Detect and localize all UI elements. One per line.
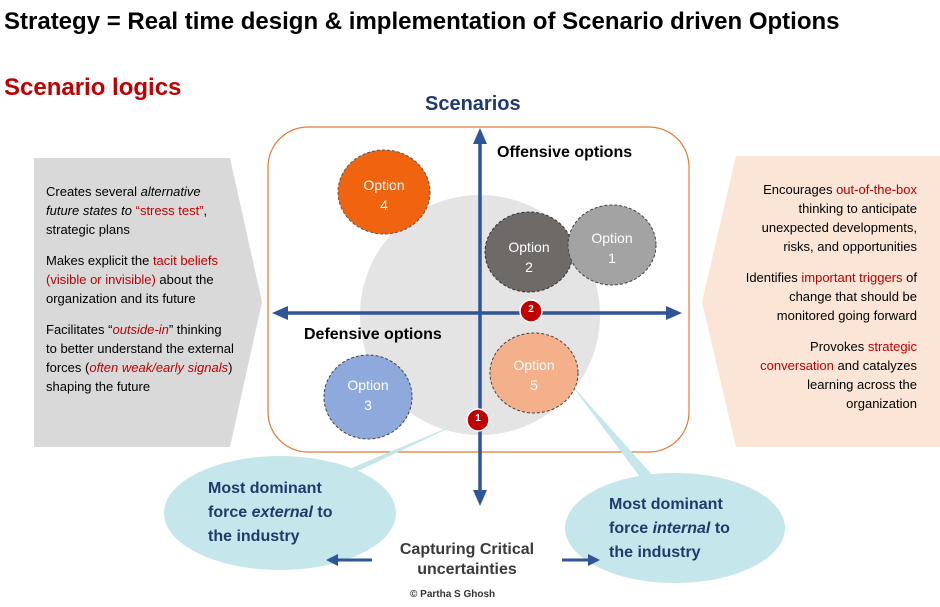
option-5-label: Option 5 bbox=[494, 355, 574, 395]
option-1-word: Option bbox=[591, 230, 633, 246]
option-5-word: Option bbox=[513, 357, 555, 373]
offensive-options-label: Offensive options bbox=[497, 144, 633, 161]
option-1-oval bbox=[567, 204, 657, 286]
right-point-1: Encourages out-of-the-box thinking to an… bbox=[761, 182, 917, 254]
right-point-2: Identifies important triggers of change … bbox=[745, 270, 917, 323]
defensive-options-label: Defensive options bbox=[304, 326, 442, 343]
option-2-number: 2 bbox=[525, 259, 533, 275]
vertical-axis-bottom-arrowhead bbox=[473, 490, 487, 506]
capturing-uncertainties-label: Capturing Critical uncertainties bbox=[399, 541, 535, 578]
copyright-text: © Partha S Ghosh bbox=[410, 589, 496, 600]
right-point-3: Provokes strategic conversation and cata… bbox=[760, 339, 917, 411]
marker-1-label: 1 bbox=[475, 413, 481, 424]
callout-external-bubble bbox=[164, 456, 396, 570]
capture-right-arrowhead bbox=[588, 554, 600, 566]
marker-2-label: 2 bbox=[528, 304, 534, 315]
callout-internal-bubble bbox=[565, 473, 785, 583]
option-3-label: Option 3 bbox=[328, 375, 408, 415]
horizontal-axis-right-arrowhead bbox=[666, 306, 682, 320]
right-info-panel bbox=[702, 156, 940, 447]
option-5-number: 5 bbox=[530, 377, 538, 393]
callout-internal-tail bbox=[570, 383, 670, 495]
callout-external-tail bbox=[330, 420, 466, 477]
left-point-1: Creates several alternative future state… bbox=[46, 184, 208, 237]
marker-2-circle bbox=[519, 299, 543, 323]
right-panel-text: Encourages out-of-the-box thinking to an… bbox=[735, 180, 917, 425]
option-1-number: 1 bbox=[608, 250, 616, 266]
option-4-word: Option bbox=[363, 177, 405, 193]
option-3-oval bbox=[323, 354, 413, 440]
option-4-oval bbox=[337, 149, 431, 235]
option-4-number: 4 bbox=[380, 197, 388, 213]
left-info-panel bbox=[34, 158, 262, 447]
option-3-word: Option bbox=[347, 377, 389, 393]
marker-1-circle bbox=[466, 408, 490, 432]
left-point-3: Facilitates “outside-in” thinking to bet… bbox=[46, 322, 234, 394]
option-5-oval bbox=[489, 332, 579, 414]
option-3-number: 3 bbox=[364, 397, 372, 413]
option-4-label: Option 4 bbox=[344, 175, 424, 215]
callout-internal-text: Most dominant force internal to the indu… bbox=[609, 496, 730, 561]
page-subtitle: Scenario logics bbox=[4, 74, 182, 101]
option-1-label: Option 1 bbox=[572, 228, 652, 268]
capture-left-arrowhead bbox=[326, 554, 338, 566]
option-2-label: Option 2 bbox=[489, 237, 569, 277]
left-point-2: Makes explicit the tacit beliefs (visibl… bbox=[46, 253, 218, 306]
scenarios-label: Scenarios bbox=[425, 93, 521, 115]
horizontal-axis-left-arrowhead bbox=[272, 306, 288, 320]
callout-external-text: Most dominant force external to the indu… bbox=[208, 480, 333, 545]
page-title: Strategy = Real time design & implementa… bbox=[4, 8, 840, 35]
left-panel-text: Creates several alternative future state… bbox=[46, 182, 236, 408]
vertical-axis-top-arrowhead bbox=[473, 128, 487, 144]
option-2-word: Option bbox=[508, 239, 550, 255]
